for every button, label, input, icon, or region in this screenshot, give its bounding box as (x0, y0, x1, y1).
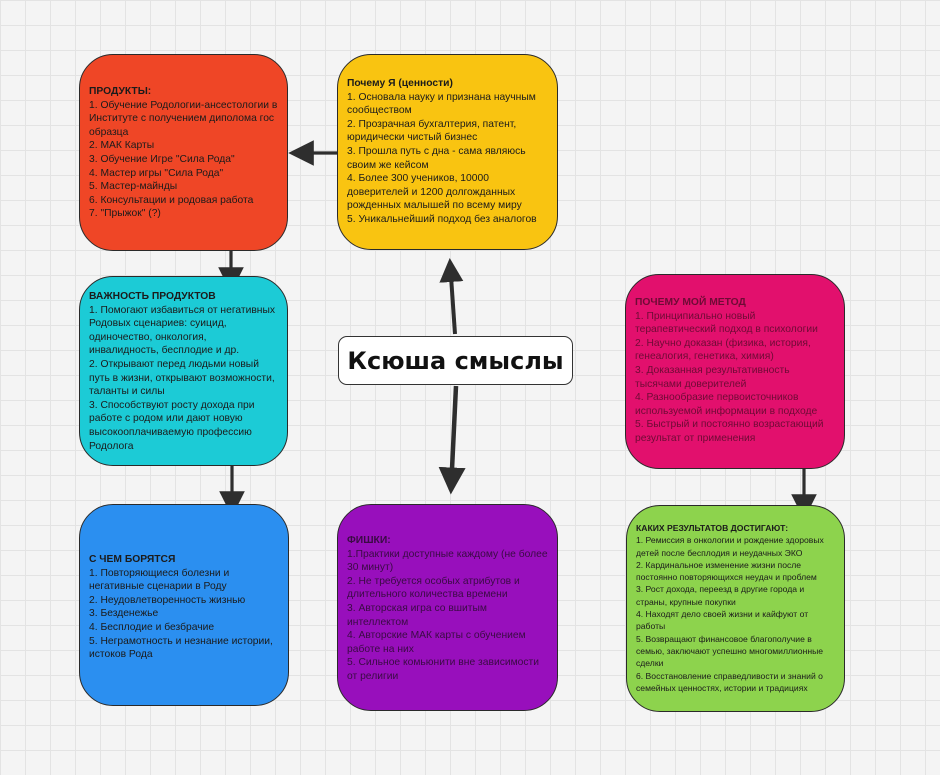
list-item: 2. МАК Карты (89, 140, 155, 152)
central-topic[interactable]: Ксюша смыслы (338, 336, 573, 385)
list-item: 1. Принципиально новый терапевтический п… (635, 310, 818, 336)
list-item: 5. Быстрый и постоянно возрастающий резу… (635, 419, 824, 444)
list-item: 6. Восстановление справедливости и знани… (636, 670, 823, 693)
card-chips[interactable]: ФИШКИ: 1.Практики доступные каждому (не … (337, 504, 558, 711)
list-item: 5. Сильное комьюнити вне зависимости от … (347, 657, 540, 682)
arrow-center-to-chips (438, 385, 466, 495)
list-item: 4. Находят дело своей жизни и кайфуют от… (636, 609, 809, 632)
list-item: 2. Не требуется особых атрибутов и длите… (347, 575, 520, 601)
card-chips-title: ФИШКИ: (347, 535, 391, 546)
list-item: 2. Научно доказан (физика, история, гене… (635, 337, 811, 363)
list-item: 4. Разнообразие первоисточников использу… (635, 392, 818, 417)
list-item: 6. Консультации и родовая работа (89, 194, 254, 206)
list-item: 7. "Прыжок" (?) (89, 208, 161, 220)
list-item: 3. Обучение Игре "Сила Рода" (89, 153, 235, 165)
card-results[interactable]: КАКИХ РЕЗУЛЬТАТОВ ДОСТИГАЮТ: 1. Ремиссия… (626, 505, 845, 712)
list-item: 1. Помогают избавиться от негативных Род… (89, 304, 276, 357)
list-item: 4. Более 300 учеников, 10000 доверителей… (347, 173, 522, 212)
list-item: 4. Авторские МАК карты с обучением работ… (347, 630, 526, 655)
list-item: 2. Кардинальное изменение жизни после по… (636, 559, 817, 583)
list-item: 1. Основала науку и признана научным соо… (347, 91, 536, 117)
list-item: 3. Рост дохода, переезд в другие города … (636, 584, 805, 607)
card-products[interactable]: ПРОДУКТЫ: 1. Обучение Родологии-ансестол… (79, 54, 288, 251)
card-products-title: ПРОДУКТЫ: (89, 86, 152, 97)
card-why-me[interactable]: Почему Я (ценности) 1. Основала науку и … (337, 54, 558, 250)
list-item: 2. Открывают перед людьми новый путь в ж… (89, 358, 275, 398)
list-item: 5. Возвращают финансовое благополучие в … (636, 633, 824, 669)
list-item: 1. Обучение Родологии-ансестологии в Инс… (89, 99, 278, 138)
list-item: 5. Уникальнейший подход без аналогов (347, 213, 537, 225)
card-fight-title: С ЧЕМ БОРЯТСЯ (89, 554, 176, 565)
list-item: 1. Повторяющиеся болезни и негативные сц… (89, 567, 230, 593)
card-why-me-title: Почему Я (ценности) (347, 78, 453, 89)
card-method[interactable]: ПОЧЕМУ МОЙ МЕТОД 1. Принципиально новый … (625, 274, 845, 469)
list-item: 3. Способствуют росту дохода при работе … (89, 399, 255, 452)
list-item: 1. Ремиссия в онкологии и рождение здоро… (636, 535, 824, 558)
list-item: 2. Прозрачная бухгалтерия, патент, юриди… (347, 118, 517, 144)
list-item: 5. Неграмотность и незнание истории, ист… (89, 635, 273, 661)
list-item: 3. Прошла путь с дна - сама являюсь свои… (347, 145, 526, 171)
list-item: 1.Практики доступные каждому (не более 3… (347, 548, 548, 574)
list-item: 2. Неудовлетворенность жизнью (89, 594, 246, 606)
list-item: 4. Мастер игры "Сила Рода" (89, 167, 224, 179)
list-item: 5. Мастер-майнды (89, 181, 178, 193)
list-item: 3. Авторская игра со вшитым интеллектом (347, 602, 488, 628)
card-fight[interactable]: С ЧЕМ БОРЯТСЯ 1. Повторяющиеся болезни и… (79, 504, 289, 706)
card-importance[interactable]: ВАЖНОСТЬ ПРОДУКТОВ 1. Помогают избавитьс… (79, 276, 288, 466)
list-item: 4. Бесплодие и безбрачие (89, 621, 215, 633)
arrow-center-to-why (439, 258, 464, 335)
card-results-title: КАКИХ РЕЗУЛЬТАТОВ ДОСТИГАЮТ: (636, 523, 789, 533)
list-item: 3. Безденежье (89, 608, 159, 620)
list-item: 3. Доказанная результативность тысячами … (635, 364, 790, 390)
card-method-title: ПОЧЕМУ МОЙ МЕТОД (635, 297, 746, 308)
card-importance-title: ВАЖНОСТЬ ПРОДУКТОВ (89, 291, 216, 302)
